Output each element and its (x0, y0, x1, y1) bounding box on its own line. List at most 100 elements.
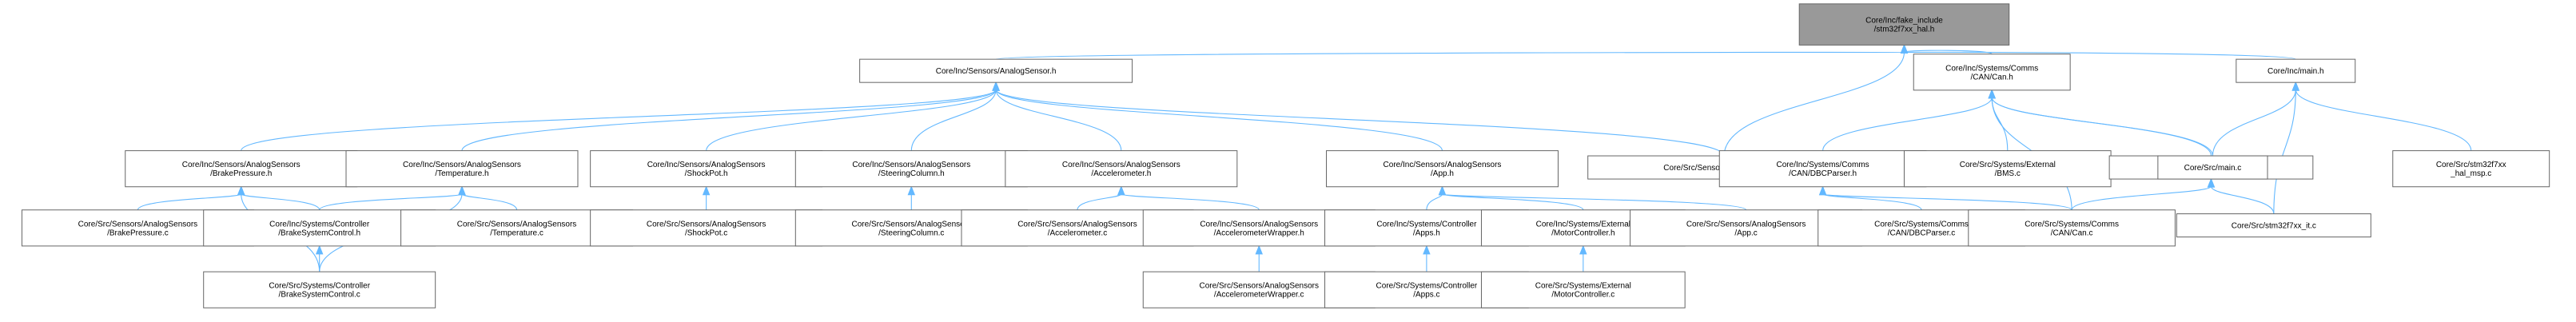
node-label-line: /App.c (1734, 229, 1757, 237)
edge-main_c-to-can_h (1991, 97, 2213, 157)
node-accelerometer-h[interactable]: Core/Inc/Sensors/AnalogSensors/Accelerom… (1005, 150, 1238, 188)
node-brakesystemcontrol-h[interactable]: Core/Inc/Systems/Controller/BrakeSystemC… (203, 209, 436, 247)
node-label-line: Core/Inc/Sensors/AnalogSensors (1062, 161, 1181, 169)
node-box (1968, 209, 2176, 247)
node-box (1903, 150, 2112, 188)
node-label-line: /stm32f7xx_hal.h (1874, 26, 1935, 34)
edge-brakepressure_c-to-brakepressure_h (137, 193, 242, 211)
edge-accelerometer_h-to-analogsensor_h (995, 89, 1122, 151)
node-label-line: /ShockPot.h (685, 169, 728, 178)
node-app-h[interactable]: Core/Inc/Sensors/AnalogSensors/App.h (1326, 150, 1559, 188)
node-label-line: /BrakeSystemControl.h (278, 229, 360, 237)
node-label-line: Core/Src/main.c (2184, 164, 2242, 173)
node-label-line: /BrakePressure.c (107, 229, 169, 237)
edge-shockpot_h-to-analogsensor_h (706, 89, 997, 151)
edge-motorcontroller_h-to-app_h (1441, 193, 1584, 211)
edge-arrowhead-brakesystemcontrol_c-to-brakepressure_h (237, 185, 245, 196)
node-main-c[interactable]: Core/Src/main.c (2157, 155, 2268, 180)
edge-accelerometer_c-to-accelerometer_h (1077, 193, 1122, 210)
node-label-line: /ShockPot.c (685, 229, 727, 237)
node-brakepressure-h[interactable]: Core/Inc/Sensors/AnalogSensors/BrakePres… (125, 150, 358, 188)
node-brakesystemcontrol-c[interactable]: Core/Src/Systems/Controller/BrakeSystemC… (203, 271, 436, 308)
edge-arrowhead-apps_c-to-apps_h (1423, 244, 1431, 255)
node-label-line: /Temperature.c (490, 229, 543, 237)
node-label-line: Core/Inc/Systems/Comms (1945, 64, 2038, 73)
node-box (2157, 155, 2268, 180)
node-box (1913, 54, 2071, 91)
edge-arrowhead-motorcontroller_c-to-motorcontroller_h (1579, 244, 1587, 255)
edge-can_c-to-it_h (2071, 185, 2212, 210)
node-label-line: Core/Src/stm32f7xx_it.c (2232, 222, 2316, 231)
node-can-c[interactable]: Core/Src/Systems/Comms/CAN/Can.c (1968, 209, 2176, 247)
edge-app_h-to-analogsensor_h (995, 89, 1443, 151)
node-label-line: Core/Inc/Systems/Controller (1376, 220, 1477, 229)
node-hal-msp-c[interactable]: Core/Src/stm32f7xx_hal_msp.c (2392, 150, 2550, 188)
edge-can_c-to-dbcparser_h (1822, 193, 2072, 211)
edge-it_h-to-can_h (1991, 97, 2212, 157)
edge-arrowhead-it_c-to-main_h (2291, 81, 2300, 91)
node-label-line: Core/Inc/Sensors/AnalogSensors (1384, 161, 1502, 169)
node-label-line: /Accelerometer.c (1048, 229, 1107, 237)
node-label-line: Core/Inc/fake_include (1865, 17, 1943, 26)
edge-arrowhead-brakesystemcontrol_c-to-brakesystemcontrol_h (315, 244, 324, 255)
node-shockpot-h[interactable]: Core/Inc/Sensors/AnalogSensors/ShockPot.… (590, 150, 823, 188)
edge-analogsensor_c-to-root (1723, 52, 1905, 157)
edge-arrowhead-it_c-to-it_h (2207, 177, 2216, 188)
node-label-line: Core/Inc/Sensors/AnalogSensors (182, 161, 301, 169)
edge-arrowhead-can_c-to-dbcparser_h (1818, 185, 1827, 196)
node-label-line: /BrakePressure.h (210, 169, 272, 178)
node-label-line: Core/Inc/Sensors/AnalogSensors (852, 161, 970, 169)
node-can-h[interactable]: Core/Inc/Systems/Comms/CAN/Can.h (1913, 54, 2071, 91)
node-temperature-h[interactable]: Core/Inc/Sensors/AnalogSensors/Temperatu… (345, 150, 579, 188)
node-label-line: /SteeringColumn.h (878, 169, 945, 178)
edge-arrowhead-analogsensor_c-to-root (1900, 44, 1909, 54)
edge-arrowhead-steeringcolumn_c-to-steeringcolumn_h (907, 185, 916, 196)
node-label-line: /CAN/Can.h (1971, 73, 2013, 81)
node-label-line: /MotorController.c (1551, 291, 1614, 300)
node-label-line: /Temperature.h (435, 169, 488, 178)
node-steeringcolumn-h[interactable]: Core/Inc/Sensors/AnalogSensors/SteeringC… (794, 150, 1028, 188)
node-box (1005, 150, 1238, 188)
node-box (590, 209, 823, 247)
node-root[interactable]: Core/Inc/fake_include/stm32f7xx_hal.h (1798, 3, 2010, 46)
node-label-line: /BrakeSystemControl.c (279, 291, 360, 300)
node-label-line: Core/Src/Sensors/AnalogSensors (852, 220, 972, 229)
node-box (2176, 213, 2371, 238)
dependency-nodes: Core/Inc/fake_include/stm32f7xx_hal.hCor… (21, 3, 2550, 308)
edge-temperature_c-to-temperature_h (461, 193, 518, 210)
edge-dbcparser_c-to-dbcparser_h (1822, 193, 1922, 211)
node-it-c[interactable]: Core/Src/stm32f7xx_it.c (2176, 213, 2371, 238)
node-box (1326, 150, 1559, 188)
node-label-line: /CAN/Can.c (2051, 229, 2093, 237)
node-label-line: Core/Src/Sensors/AnalogSensors (1686, 220, 1806, 229)
edge-arrowhead-app_c-to-app_h (1438, 185, 1447, 196)
node-box (859, 58, 1133, 83)
node-label-line: /BMS.c (1995, 169, 2021, 178)
edge-hal_msp_c-to-main_h (2295, 89, 2472, 151)
node-shockpot-c[interactable]: Core/Src/Sensors/AnalogSensors/ShockPot.… (590, 209, 823, 247)
edge-analogsensor_c-to-analogsensor_h (995, 89, 1725, 157)
node-label-line: Core/Src/Systems/Comms (1874, 220, 1969, 229)
node-label-line: Core/Src/Systems/External (1535, 282, 1631, 291)
node-bms-c[interactable]: Core/Src/Systems/External/BMS.c (1903, 150, 2112, 188)
node-motorcontroller-c[interactable]: Core/Src/Systems/External/MotorControlle… (1480, 271, 1686, 308)
edge-accelerometerwrapper_h-to-accelerometer_h (1121, 193, 1260, 211)
dependency-edges (137, 44, 2472, 272)
node-analogsensor-h[interactable]: Core/Inc/Sensors/AnalogSensor.h (859, 58, 1133, 83)
node-box (203, 271, 436, 308)
edge-arrowhead-shockpot_c-to-shockpot_h (702, 185, 711, 196)
node-box (1718, 150, 1927, 188)
node-box (203, 209, 436, 247)
node-label-line: Core/Inc/Systems/External (1536, 220, 1630, 229)
node-dbcparser-h[interactable]: Core/Inc/Systems/Comms/CAN/DBCParser.h (1718, 150, 1927, 188)
node-main-h[interactable]: Core/Inc/main.h (2236, 58, 2356, 83)
node-label-line: Core/Inc/Sensors/AnalogSensor.h (936, 67, 1057, 76)
node-label-line: Core/Src/stm32f7xx (2436, 161, 2506, 169)
edge-arrowhead-accelerometerwrapper_c-to-accelerometerwrapper_h (1255, 244, 1263, 255)
node-label-line: Core/Src/Systems/Comms (2025, 220, 2119, 229)
node-label-line: /MotorController.h (1551, 229, 1614, 237)
node-label-line: Core/Inc/Systems/Comms (1777, 161, 1869, 169)
edge-main_c-to-main_h (2212, 89, 2296, 157)
node-label-line: _hal_msp.c (2450, 169, 2491, 178)
